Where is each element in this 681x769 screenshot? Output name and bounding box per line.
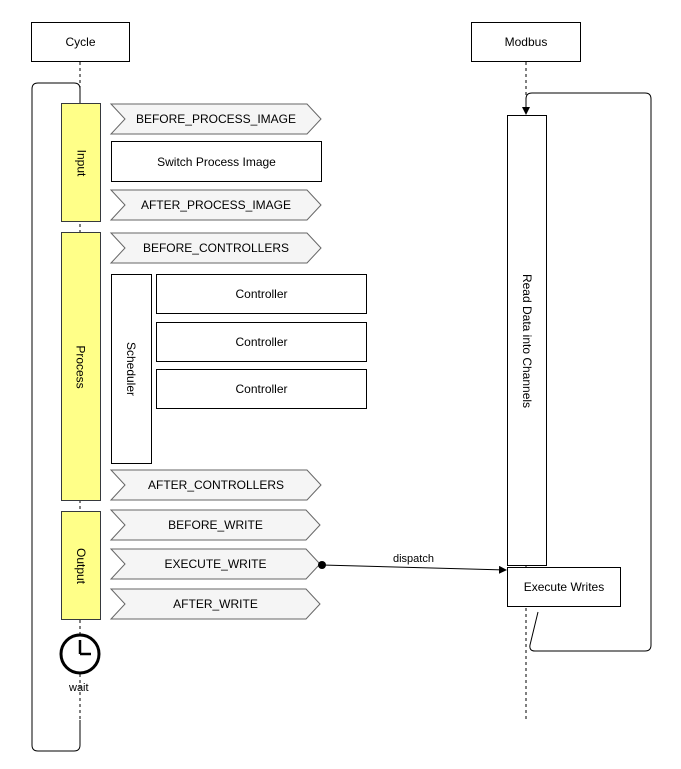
event-execute-write — [109, 548, 321, 580]
cycle-loop — [31, 82, 84, 752]
modbus-loop — [522, 92, 652, 652]
scheduler-box: Scheduler — [111, 274, 152, 464]
phase-process: Process — [61, 232, 101, 501]
event-before-controllers-label: BEFORE_CONTROLLERS — [142, 241, 290, 255]
controller-box-1: Controller — [156, 274, 367, 314]
dispatch-label: dispatch — [393, 553, 434, 565]
dispatch-dot — [318, 561, 326, 569]
phase-input: Input — [61, 103, 101, 222]
scheduler-label: Scheduler — [124, 341, 139, 397]
dispatch-arrow — [321, 564, 507, 574]
read-data-label: Read Data into Channels — [520, 273, 534, 408]
controller-label-1: Controller — [235, 287, 288, 301]
phase-input-label: Input — [73, 149, 88, 176]
execute-writes-box: Execute Writes — [507, 567, 621, 607]
event-after-process-image-label: AFTER_PROCESS_IMAGE — [140, 198, 292, 212]
phase-output: Output — [61, 511, 101, 620]
controller-box-3: Controller — [156, 369, 367, 409]
read-data-box: Read Data into Channels — [507, 115, 547, 566]
event-after-controllers — [109, 469, 322, 501]
switch-process-image-box: Switch Process Image — [111, 141, 322, 182]
event-after-write-label: AFTER_WRITE — [173, 597, 258, 611]
execute-writes-label: Execute Writes — [523, 580, 605, 594]
controller-label-3: Controller — [235, 382, 288, 396]
event-before-controllers — [109, 232, 322, 264]
event-execute-write-label: EXECUTE_WRITE — [164, 557, 267, 571]
event-after-write — [109, 588, 321, 620]
event-before-write — [109, 509, 321, 541]
event-before-process-image — [109, 103, 322, 135]
event-after-controllers-label: AFTER_CONTROLLERS — [147, 478, 285, 492]
switch-process-image-label: Switch Process Image — [157, 154, 276, 169]
controller-label-2: Controller — [235, 335, 288, 349]
event-before-process-image-label: BEFORE_PROCESS_IMAGE — [135, 112, 297, 126]
event-before-write-label: BEFORE_WRITE — [168, 518, 263, 532]
wait-label: wait — [69, 682, 89, 694]
event-chevrons — [109, 103, 322, 620]
cycle-lifeline-header: Cycle — [31, 22, 130, 62]
phase-process-label: Process — [74, 344, 89, 389]
cycle-label: Cycle — [65, 35, 96, 49]
event-after-process-image — [109, 189, 322, 221]
controller-box-2: Controller — [156, 322, 367, 362]
modbus-lifeline-header: Modbus — [471, 22, 581, 62]
clock-icon — [59, 633, 101, 675]
modbus-label: Modbus — [504, 35, 548, 49]
phase-output-label: Output — [74, 547, 88, 584]
